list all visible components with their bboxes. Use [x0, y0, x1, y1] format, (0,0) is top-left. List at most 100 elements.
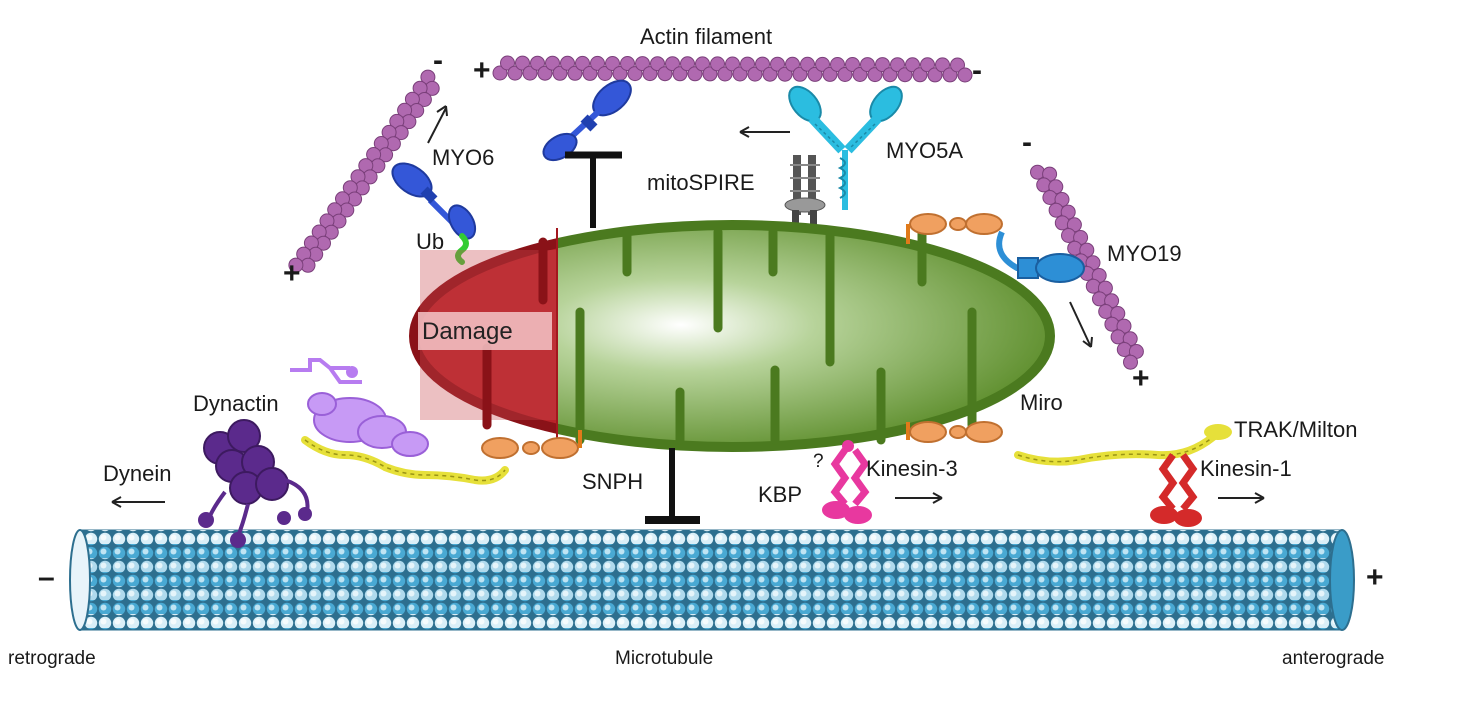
- kinesin1-miro-icon: [906, 421, 1003, 443]
- actin-subunit: [830, 57, 845, 72]
- dynein-miro-icon: [481, 430, 582, 459]
- myo6-motor-icon: [391, 162, 477, 240]
- kinesin3-direction-arrow: [895, 492, 943, 504]
- mitochondrion: [409, 220, 1055, 452]
- actin-subunit: [597, 66, 613, 81]
- actin-subunit: [845, 57, 860, 72]
- actin-right-plus-sign: +: [1132, 362, 1150, 395]
- actin-subunit: [530, 55, 545, 71]
- actin-subunit: [672, 66, 688, 82]
- actin-subunit: [882, 67, 898, 83]
- actin-subunit: [515, 55, 530, 71]
- actin-subunit: [837, 67, 853, 82]
- microtubule-label: Microtubule: [615, 648, 713, 669]
- actin-subunit: [522, 65, 538, 81]
- myo19-motor-icon: [996, 230, 1085, 283]
- actin-subunit: [507, 65, 523, 81]
- snph-anchor-icon: [645, 448, 700, 524]
- damage-label: Damage: [422, 318, 513, 345]
- actin-subunit: [897, 67, 913, 83]
- actin-subunit: [747, 66, 763, 82]
- actin-subunit: [957, 67, 973, 83]
- actin-subunit: [770, 56, 785, 72]
- actin-subunit: [500, 55, 515, 71]
- actin-subunit: [680, 56, 695, 72]
- anterograde-label: anterograde: [1282, 648, 1384, 669]
- ub-label: Ub: [416, 229, 444, 254]
- actin-subunit: [702, 66, 718, 82]
- actin-subunit: [695, 56, 710, 72]
- actin-subunit: [755, 56, 770, 72]
- actin-filament-top: [492, 55, 973, 83]
- trak-milton-adaptor-icon: [1014, 424, 1232, 466]
- dynein-label: Dynein: [103, 461, 171, 486]
- actin-subunit: [800, 56, 815, 72]
- actin-subunit: [627, 66, 643, 82]
- actin-subunit: [807, 66, 823, 82]
- mitospire-icon: [784, 155, 826, 226]
- actin-subunit: [657, 66, 673, 82]
- myo19-direction-arrow: [1069, 301, 1093, 348]
- dynactin-label: Dynactin: [193, 391, 279, 416]
- dynein-adaptor-coil-icon: [301, 436, 509, 485]
- actin-subunit: [1123, 354, 1138, 370]
- actin-subunit: [552, 65, 568, 81]
- actin-subunit: [620, 56, 635, 71]
- actin-top-plus-sign: +: [473, 54, 491, 87]
- actin-subunit: [935, 57, 950, 73]
- actin-subunit: [537, 65, 553, 81]
- microtubule-minus-sign: –: [38, 561, 55, 594]
- dynactin-complex-icon: [290, 358, 429, 457]
- actin-right-minus-sign: -: [1022, 126, 1032, 159]
- actin-subunit: [567, 65, 583, 81]
- mitospire-label: mitoSPIRE: [647, 170, 755, 195]
- snph-label: SNPH: [582, 469, 643, 494]
- kinesin1-label: Kinesin-1: [1200, 456, 1292, 481]
- actin-subunit: [950, 57, 965, 73]
- kinesin1-motor-icon: [1150, 452, 1202, 527]
- trak-milton-label: TRAK/Milton: [1234, 417, 1357, 442]
- microtubule-plus-sign: +: [1366, 561, 1384, 594]
- actin-subunit: [288, 257, 304, 273]
- actin-subunit: [687, 66, 703, 82]
- myo6-direction-arrow: [427, 105, 448, 144]
- actin-subunit: [875, 57, 890, 73]
- actin-subunit: [560, 55, 575, 71]
- myo5a-motor-icon: [788, 85, 903, 210]
- myo5a-direction-arrow: [739, 126, 790, 138]
- kinesin3-label: Kinesin-3: [866, 456, 958, 481]
- retrograde-label: retrograde: [8, 648, 96, 669]
- actin-subunit: [492, 65, 508, 81]
- actin-subunit: [710, 56, 725, 72]
- actin-subunit: [740, 56, 755, 72]
- actin-subunit: [912, 67, 928, 83]
- myo5a-label: MYO5A: [886, 138, 963, 163]
- kinesin3-motor-icon: [822, 440, 872, 524]
- actin-subunit: [852, 67, 868, 82]
- actin-subunit: [590, 55, 605, 71]
- actin-subunit: [575, 55, 590, 71]
- actin-left-plus-sign: +: [283, 257, 301, 290]
- microtubule: [69, 529, 1355, 631]
- actin-subunit: [717, 66, 733, 82]
- actin-top-minus-sign: -: [972, 54, 982, 87]
- myo19-anchor-miro-icon: [906, 213, 1003, 244]
- actin-subunit: [920, 57, 935, 73]
- actin-subunit: [860, 57, 875, 73]
- actin-subunit: [635, 56, 650, 72]
- miro-label: Miro: [1020, 390, 1063, 415]
- actin-subunit: [777, 66, 793, 82]
- actin-filament-left: [288, 69, 440, 273]
- dynein-direction-arrow: [111, 496, 165, 508]
- actin-subunit: [815, 56, 830, 72]
- actin-subunit: [785, 56, 800, 72]
- actin-left-minus-sign: -: [433, 44, 443, 77]
- kinesin1-direction-arrow: [1218, 492, 1265, 504]
- kbp-label: KBP: [758, 482, 802, 507]
- actin-subunit: [650, 56, 665, 72]
- actin-subunit: [725, 56, 740, 72]
- myo6-label: MYO6: [432, 145, 494, 170]
- actin-subunit: [792, 66, 808, 82]
- actin-subunit: [867, 67, 883, 83]
